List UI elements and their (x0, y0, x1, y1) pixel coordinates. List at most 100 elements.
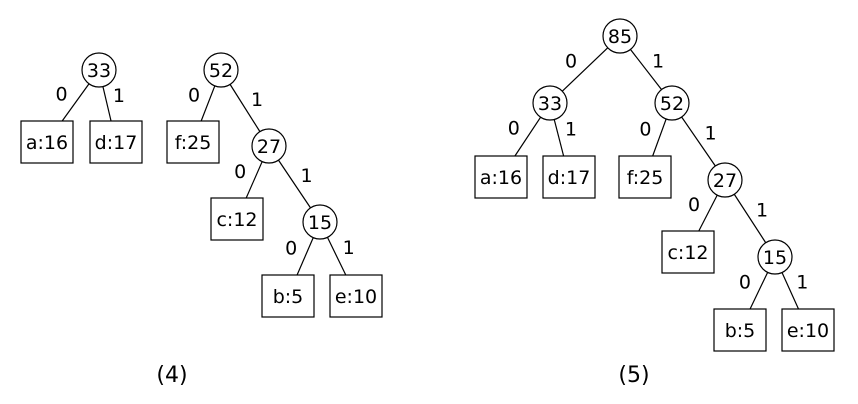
leaf-symbol-label: a:16 (26, 132, 68, 154)
tree-edge (698, 194, 718, 232)
leaf-symbol-label: f:25 (627, 167, 664, 189)
leaf-box (713, 308, 767, 352)
leaf-symbol-label: c:12 (216, 209, 257, 231)
tree-edge (681, 116, 716, 167)
tree-edge (61, 83, 90, 122)
leaf-node: e:10 (329, 274, 383, 318)
node-circle (707, 162, 743, 198)
leaf-box (261, 274, 315, 318)
edge-bit-label: 1 (251, 89, 263, 111)
edge-bit-label: 0 (56, 83, 68, 105)
node-weight-label: 33 (87, 60, 111, 82)
edge-bit-label: 0 (234, 161, 246, 183)
tree-edge (514, 116, 542, 157)
leaf-node: b:5 (261, 274, 315, 318)
leaf-node: f:25 (618, 155, 672, 199)
edge-bit-label: 0 (639, 118, 651, 140)
leaf-node: d:17 (89, 120, 143, 164)
leaf-symbol-label: a:16 (480, 167, 522, 189)
leaf-node: b:5 (713, 308, 767, 352)
edge-bit-label: 0 (688, 194, 700, 216)
leaf-box (618, 155, 672, 199)
internal-node: 33 (81, 52, 117, 88)
node-weight-label: 27 (257, 136, 281, 158)
leaf-box (210, 197, 264, 241)
leaf-symbol-label: c:12 (667, 242, 708, 264)
tree-edge (749, 272, 769, 310)
tree-4-nodes: 33 a:16 d:17 52 f:25 27 c:12 15 b:5 e:10 (20, 52, 383, 318)
leaf-box (20, 120, 74, 164)
tree-edge (277, 159, 312, 209)
tree-edge (781, 272, 800, 310)
tree-edge (245, 161, 263, 199)
node-circle (602, 18, 638, 54)
leaf-box (781, 308, 835, 352)
node-weight-label: 52 (660, 93, 684, 115)
edge-bit-label: 0 (285, 237, 297, 259)
edge-bit-label: 1 (300, 165, 312, 187)
edge-bit-label: 1 (343, 237, 355, 259)
node-circle (203, 52, 239, 88)
leaf-box (542, 155, 596, 199)
tree-5-nodes: 85 33 a:16 d:17 52 f:25 27 c:12 15 b:5 e:10 (474, 18, 835, 352)
tree-5-caption: (5) (618, 363, 649, 388)
tree-edge (296, 237, 314, 276)
edge-bit-label: 1 (113, 85, 125, 107)
leaf-node: a:16 (474, 155, 528, 199)
edge-bit-label: 1 (796, 272, 808, 294)
node-weight-label: 52 (209, 60, 233, 82)
leaf-node: d:17 (542, 155, 596, 199)
tree-edge (200, 85, 216, 122)
edge-bit-label: 0 (565, 51, 577, 73)
leaf-box (329, 274, 383, 318)
node-weight-label: 15 (763, 247, 787, 269)
tree-4: 0 1 0 1 0 1 0 1 33 a:16 d:17 52 f:25 27 c:12 15 b:5 e:10… (20, 52, 383, 388)
leaf-node: e:10 (781, 308, 835, 352)
tree-edge (733, 193, 767, 244)
node-circle (654, 85, 690, 121)
leaf-symbol-label: d:17 (548, 167, 591, 189)
leaf-node: f:25 (166, 120, 220, 164)
leaf-node: c:12 (210, 197, 264, 241)
leaf-node: a:16 (20, 120, 74, 164)
tree-edge (629, 49, 663, 90)
tree-edge (326, 237, 347, 276)
edge-bit-label: 1 (756, 200, 768, 222)
tree-4-edges: 0 1 0 1 0 1 0 1 (56, 83, 355, 276)
node-weight-label: 85 (608, 26, 632, 48)
leaf-symbol-label: f:25 (175, 132, 212, 154)
leaf-box (661, 230, 715, 274)
leaf-box (166, 120, 220, 164)
node-circle (757, 239, 793, 275)
leaf-symbol-label: b:5 (273, 286, 304, 308)
internal-node: 52 (203, 52, 239, 88)
internal-node: 33 (532, 85, 568, 121)
internal-node: 27 (251, 128, 287, 164)
tree-edge (102, 86, 112, 122)
tree-edge (553, 119, 565, 157)
leaf-symbol-label: e:10 (335, 286, 377, 308)
node-weight-label: 33 (538, 93, 562, 115)
edge-bit-label: 0 (508, 118, 520, 140)
internal-node: 52 (654, 85, 690, 121)
edge-bit-label: 0 (739, 272, 751, 294)
tree-4-caption: (4) (156, 363, 187, 388)
leaf-box (89, 120, 143, 164)
node-circle (81, 52, 117, 88)
tree-edge (229, 84, 261, 132)
leaf-symbol-label: d:17 (95, 132, 138, 154)
internal-node: 15 (302, 204, 338, 240)
tree-edge (652, 118, 667, 157)
edge-bit-label: 0 (188, 84, 200, 106)
leaf-box (474, 155, 528, 199)
node-circle (532, 85, 568, 121)
node-circle (302, 204, 338, 240)
node-weight-label: 27 (713, 170, 737, 192)
leaf-node: c:12 (661, 230, 715, 274)
internal-node: 15 (757, 239, 793, 275)
leaf-symbol-label: e:10 (787, 320, 829, 342)
node-weight-label: 15 (308, 212, 332, 234)
